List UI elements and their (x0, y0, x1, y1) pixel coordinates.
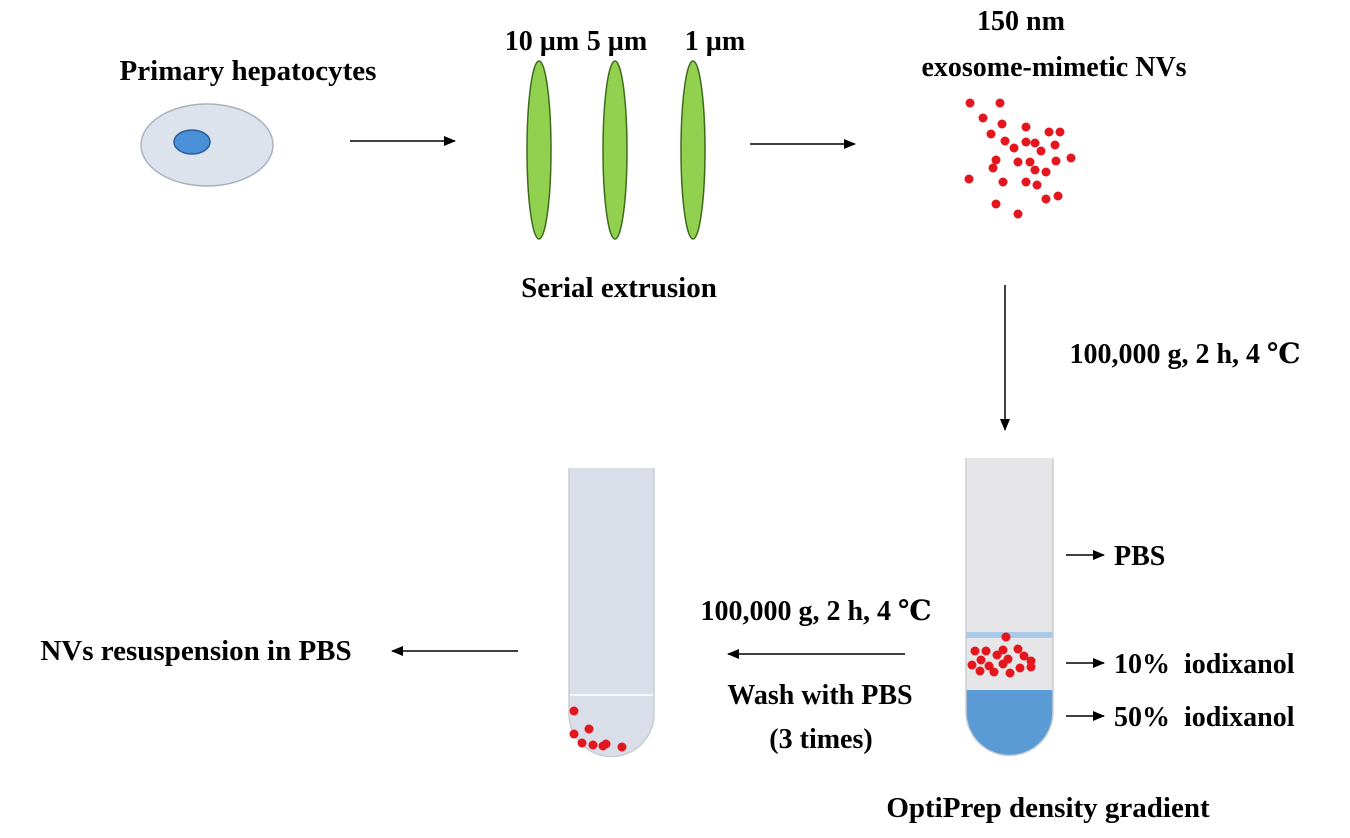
iodixanol-50-label: 50% iodixanol (1114, 702, 1295, 733)
nanovesicle-dot (984, 661, 994, 671)
nanovesicle-dot (998, 645, 1008, 655)
nanovesicle-dot (1041, 194, 1051, 204)
nanovesicle-dot (1019, 651, 1029, 661)
filter-5um-label: 5 µm (587, 26, 647, 57)
nanovesicle-dot (1032, 180, 1042, 190)
nanovesicle-dot (1026, 662, 1036, 672)
nanovesicle-dot (1066, 153, 1076, 163)
nanovesicle-dot (569, 729, 579, 739)
nanovesicle-dot (1050, 140, 1060, 150)
nanovesicle-dot (1021, 122, 1031, 132)
nanovesicle-dot (998, 659, 1008, 669)
nanovesicle-dot (1001, 632, 1011, 642)
resuspension-label: NVs resuspension in PBS (40, 635, 351, 667)
nanovesicle-dot (975, 666, 985, 676)
wash-times-label: (3 times) (769, 724, 872, 755)
nanovesicle-dot (1055, 127, 1065, 137)
primary-hepatocytes-label: Primary hepatocytes (120, 55, 377, 87)
nanovesicle-dot (989, 667, 999, 677)
filter-membrane-1um (680, 60, 706, 240)
nanovesicle-dot (1000, 136, 1010, 146)
nanovesicle-dot (986, 129, 996, 139)
nanovesicle-dot (1030, 165, 1040, 175)
nanovesicle-dot (569, 706, 579, 716)
pbs-layer (966, 458, 1053, 632)
nanovesicle-dot (617, 742, 627, 752)
serial-extrusion-label: Serial extrusion (521, 272, 717, 304)
nanovesicle-dot (1005, 668, 1015, 678)
optiprep-label: OptiPrep density gradient (886, 792, 1210, 824)
nanovesicle-dot (995, 98, 1005, 108)
centrifuge-step-1-label: 100,000 g, 2 h, 4 ℃ (1069, 339, 1300, 370)
wash-tube (568, 468, 655, 758)
nanovesicle-dot (991, 199, 1001, 209)
nanovesicle-dot (577, 738, 587, 748)
nanovesicle-dot (1044, 127, 1054, 137)
filter-10um-label: 10 µm (505, 26, 579, 57)
nv-size-label: 150 nm (977, 6, 1065, 37)
gradient-tube-outline (965, 458, 1054, 757)
nanovesicle-dot (964, 174, 974, 184)
wash-label: Wash with PBS (727, 680, 912, 711)
nanovesicle-dot (1009, 143, 1019, 153)
nv-band (967, 632, 1036, 678)
nanovesicle-dot (988, 163, 998, 173)
nanovesicle-dot (1013, 209, 1023, 219)
nanovesicle-dot (1051, 156, 1061, 166)
nanovesicle-dot (970, 646, 980, 656)
centrifuge-step-2-label: 100,000 g, 2 h, 4 ℃ (700, 596, 931, 627)
nanovesicle-dot (1025, 157, 1035, 167)
nanovesicle-dot (584, 724, 594, 734)
nanovesicle-dot (965, 98, 975, 108)
nanovesicle-dot (601, 739, 611, 749)
nanovesicle-dot (1036, 146, 1046, 156)
nv-name-label: exosome-mimetic NVs (921, 52, 1186, 83)
gradient-tube (965, 458, 1054, 757)
nanovesicle-dot (1041, 167, 1051, 177)
iodixanol-10-label: 10% iodixanol (1114, 649, 1295, 680)
nanovesicle-dot (1013, 644, 1023, 654)
nanovesicle-cluster (964, 98, 1076, 219)
pbs-layer-label: PBS (1114, 541, 1165, 572)
hepatocyte-nucleus (173, 129, 211, 155)
nanovesicle-dot (1030, 138, 1040, 148)
nanovesicle-dot (992, 650, 1002, 660)
nanovesicle-dot (1021, 137, 1031, 147)
nanovesicle-dot (991, 155, 1001, 165)
filter-membrane-10um (526, 60, 552, 240)
filter-membrane-5um (602, 60, 628, 240)
nanovesicle-dot (1021, 177, 1031, 187)
filter-1um-label: 1 µm (685, 26, 745, 57)
nv-pellet (569, 706, 627, 752)
iodixanol-50-layer (966, 690, 1053, 756)
wash-tube-body (569, 468, 654, 757)
nanovesicle-dot (997, 119, 1007, 129)
nanovesicle-dot (978, 113, 988, 123)
nanovesicle-dot (1053, 191, 1063, 201)
nanovesicle-dot (998, 177, 1008, 187)
nanovesicle-dot (981, 646, 991, 656)
wash-tube-outline (568, 468, 655, 758)
nanovesicle-dot (1015, 663, 1025, 673)
nanovesicle-dot (976, 655, 986, 665)
nanovesicle-dot (967, 660, 977, 670)
nanovesicle-dot (1013, 157, 1023, 167)
nanovesicle-dot (588, 740, 598, 750)
